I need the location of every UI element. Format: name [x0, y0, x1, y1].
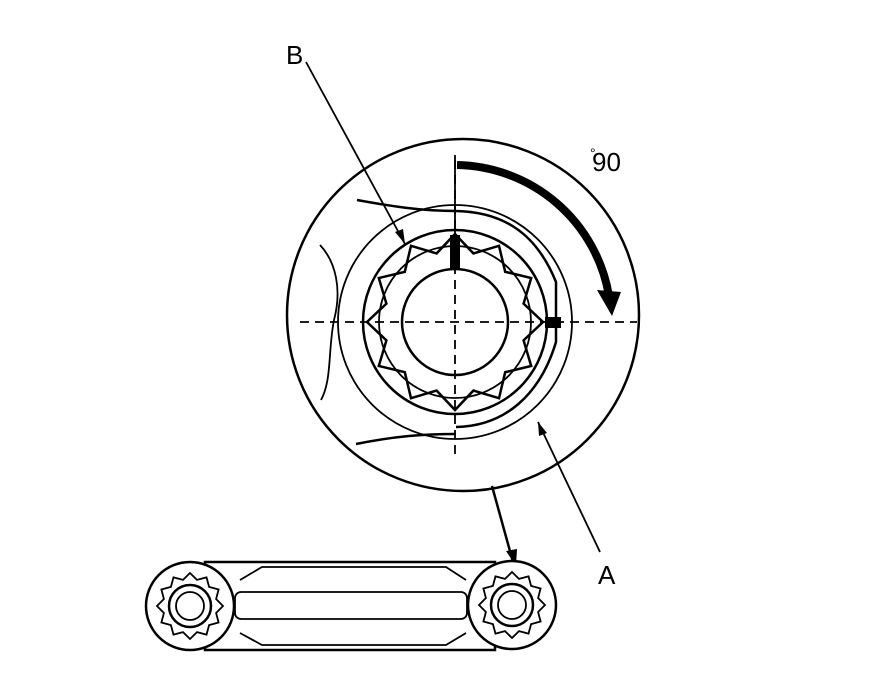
wrench-right-head [466, 559, 558, 651]
box-end-wrench [144, 559, 558, 652]
detail-pointer-line [490, 485, 515, 563]
right-socket-ring [489, 582, 535, 628]
wrench-left-head [144, 560, 236, 652]
punch-mark-right [545, 317, 561, 328]
wrench-head-outline [455, 209, 558, 429]
leader-arrow-a [538, 422, 547, 436]
label-angle-unit: ° [590, 145, 596, 161]
wrench-head-lower-edge [355, 432, 457, 446]
left-socket-ring [167, 583, 213, 629]
left-socket-bore [175, 591, 205, 621]
punch-mark-top [450, 235, 460, 269]
right-socket-bore [497, 590, 527, 620]
wrench-head-upper-edge [356, 198, 457, 213]
rotation-arrow [456, 161, 613, 297]
magnified-detail [285, 137, 641, 493]
wrench-body-left-curve [319, 244, 339, 401]
left-socket-points [155, 571, 225, 641]
wrench-body-top-groove [239, 566, 467, 581]
wrench-body-center-groove [234, 591, 468, 620]
right-socket-points [477, 570, 547, 640]
label-b: B [286, 40, 303, 70]
rotation-arrowhead [597, 290, 621, 316]
leader-line-a [537, 421, 601, 553]
label-a: A [598, 560, 616, 590]
wrench-body-bottom-groove [239, 632, 467, 646]
leader-line-b [305, 61, 406, 245]
leader-arrow-b [395, 229, 405, 244]
twelve-point-socket [365, 232, 545, 412]
label-angle: 90 [592, 147, 621, 177]
detail-outline-circle [285, 137, 641, 493]
